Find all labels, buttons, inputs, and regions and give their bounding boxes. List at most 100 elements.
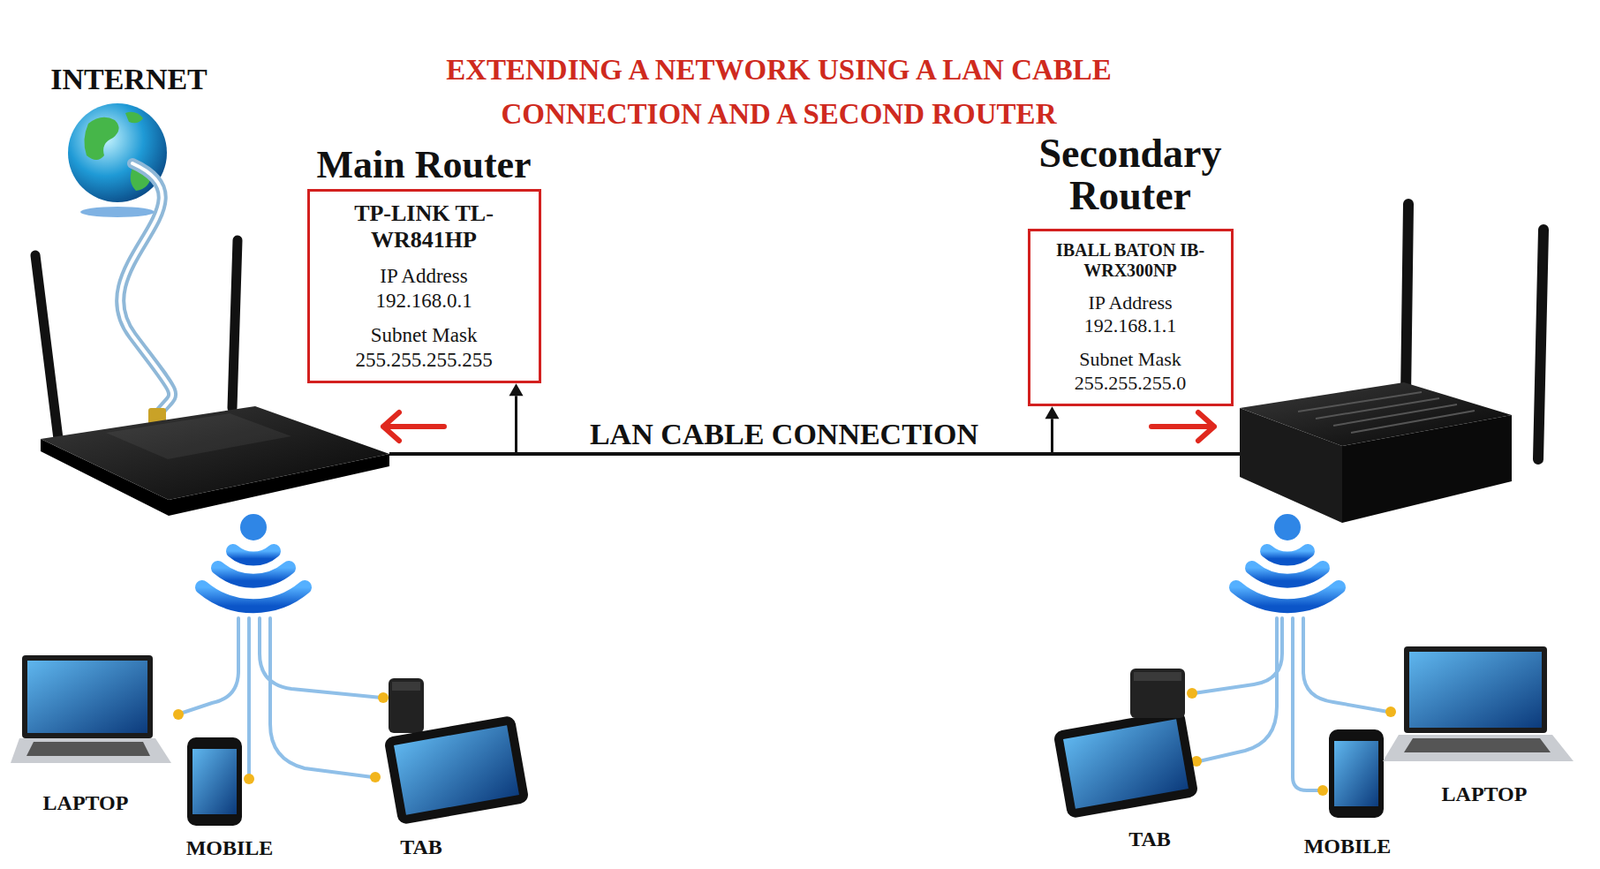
illustration-part [383, 412, 445, 441]
illustration-part [1267, 550, 1308, 559]
illustration-part [1409, 651, 1542, 728]
illustration-part [1186, 687, 1198, 699]
illustration-part [40, 406, 390, 500]
illustration-part [1151, 412, 1215, 441]
illustration-part [1405, 203, 1409, 398]
illustration-part [218, 567, 289, 582]
illustration-part [1252, 567, 1323, 582]
illustration-part [1403, 738, 1551, 753]
illustration-part [1350, 410, 1475, 433]
router-name: Secondary Router [1015, 132, 1246, 219]
router-node: Secondary RouterIBALL BATON IB-WRX300NPI… [1015, 132, 1246, 407]
field-value: 192.168.0.1 [375, 288, 472, 314]
illustration-part [1133, 671, 1182, 681]
device-label: LAPTOP [43, 791, 129, 815]
illustration-part [259, 618, 382, 698]
illustration-part [1382, 734, 1574, 762]
wireless-links [180, 618, 1389, 791]
illustration-part [120, 163, 173, 416]
illustration-part [377, 692, 389, 703]
mobile-icon [1328, 729, 1384, 818]
field-label: IP Address [1087, 291, 1172, 315]
illustration-part [27, 660, 148, 733]
link-dots [173, 687, 1397, 796]
device-label: MOBILE [1304, 834, 1392, 858]
field-label: Subnet Mask [370, 323, 478, 348]
field-value: 255.255.255.0 [1074, 371, 1187, 395]
router-info-box: TP-LINK TL-WR841HP IP Address192.168.0.1S… [307, 188, 542, 384]
illustration-part [1317, 784, 1329, 796]
field-label: IP Address [379, 264, 468, 289]
illustration-part [1538, 229, 1544, 460]
device-label: LAPTOP [1441, 782, 1528, 806]
illustration-part [67, 103, 167, 203]
wifi-symbol [202, 513, 305, 606]
illustration-part [383, 715, 529, 826]
internet-cable [120, 163, 173, 428]
illustration-part [105, 413, 292, 460]
tablet-icon [1052, 709, 1199, 820]
lan-connector [509, 383, 1060, 454]
mobile-icon [187, 737, 242, 826]
wifi-symbol [1236, 513, 1339, 606]
illustration-part [1236, 587, 1339, 606]
illustration-part [1292, 618, 1321, 791]
device-label: TAB [400, 835, 443, 859]
illustration-part [232, 240, 238, 408]
illustration-part [1315, 398, 1440, 419]
illustration-part [1334, 740, 1379, 807]
illustration-part [240, 513, 267, 541]
illustration-part [1063, 718, 1189, 808]
arrow-head [509, 383, 524, 396]
illustration-part [393, 724, 520, 815]
illustration-part [1303, 618, 1389, 712]
laptop-icon [10, 655, 172, 763]
illustration-part [243, 773, 255, 785]
router-model: TP-LINK TL-WR841HP [335, 200, 513, 254]
internet-globe [67, 103, 167, 218]
illustration-part [270, 618, 373, 778]
connector-line [516, 395, 1053, 454]
field-value: 255.255.255.255 [354, 347, 492, 373]
secondary-router-device [1239, 203, 1544, 523]
illustration-part [247, 618, 251, 776]
illustration-part [1298, 392, 1422, 412]
illustration-part [180, 618, 239, 714]
illustration-part [80, 206, 155, 218]
connection-label: LAN CABLE CONNECTION [584, 417, 984, 451]
illustration-part [125, 112, 144, 123]
diagram-title: EXTENDING A NETWORK USING A LAN CABLE CO… [354, 47, 1203, 136]
illustration-part [22, 655, 153, 739]
illustration-part [1052, 709, 1199, 820]
illustration-part [1274, 513, 1301, 541]
arrow-head [1045, 406, 1060, 419]
box-device-icon [1130, 668, 1185, 718]
illustration-part [1385, 706, 1397, 717]
illustration-part [233, 550, 274, 559]
illustration-part [202, 587, 305, 606]
tablet-icon [383, 715, 529, 826]
device-label: MOBILE [186, 836, 274, 860]
illustration-part [1130, 668, 1185, 718]
illustration-part [10, 738, 172, 763]
illustration-part [1193, 618, 1283, 694]
illustration-part [26, 741, 151, 756]
router-model: IBALL BATON IB-WRX300NP [1053, 240, 1208, 281]
router-node: Main RouterTP-LINK TL-WR841HP IP Address1… [307, 144, 542, 384]
illustration-part [388, 678, 424, 733]
device-label: TAB [1128, 827, 1171, 851]
router-info-box: IBALL BATON IB-WRX300NP IP Address192.168… [1027, 228, 1234, 408]
illustration-part [369, 771, 381, 783]
network-label: INTERNET [50, 62, 208, 96]
field-value: 192.168.1.1 [1084, 314, 1178, 338]
illustration-part [1333, 404, 1457, 426]
illustration-part [1298, 392, 1475, 433]
router-name: Main Router [316, 144, 531, 186]
box-device-icon [388, 678, 424, 733]
field-label: Subnet Mask [1079, 347, 1182, 371]
illustration-part [35, 255, 59, 439]
illustration-part [173, 709, 184, 720]
illustration-part [1403, 646, 1548, 733]
illustration-part [83, 117, 119, 160]
laptop-icon [1382, 646, 1574, 762]
